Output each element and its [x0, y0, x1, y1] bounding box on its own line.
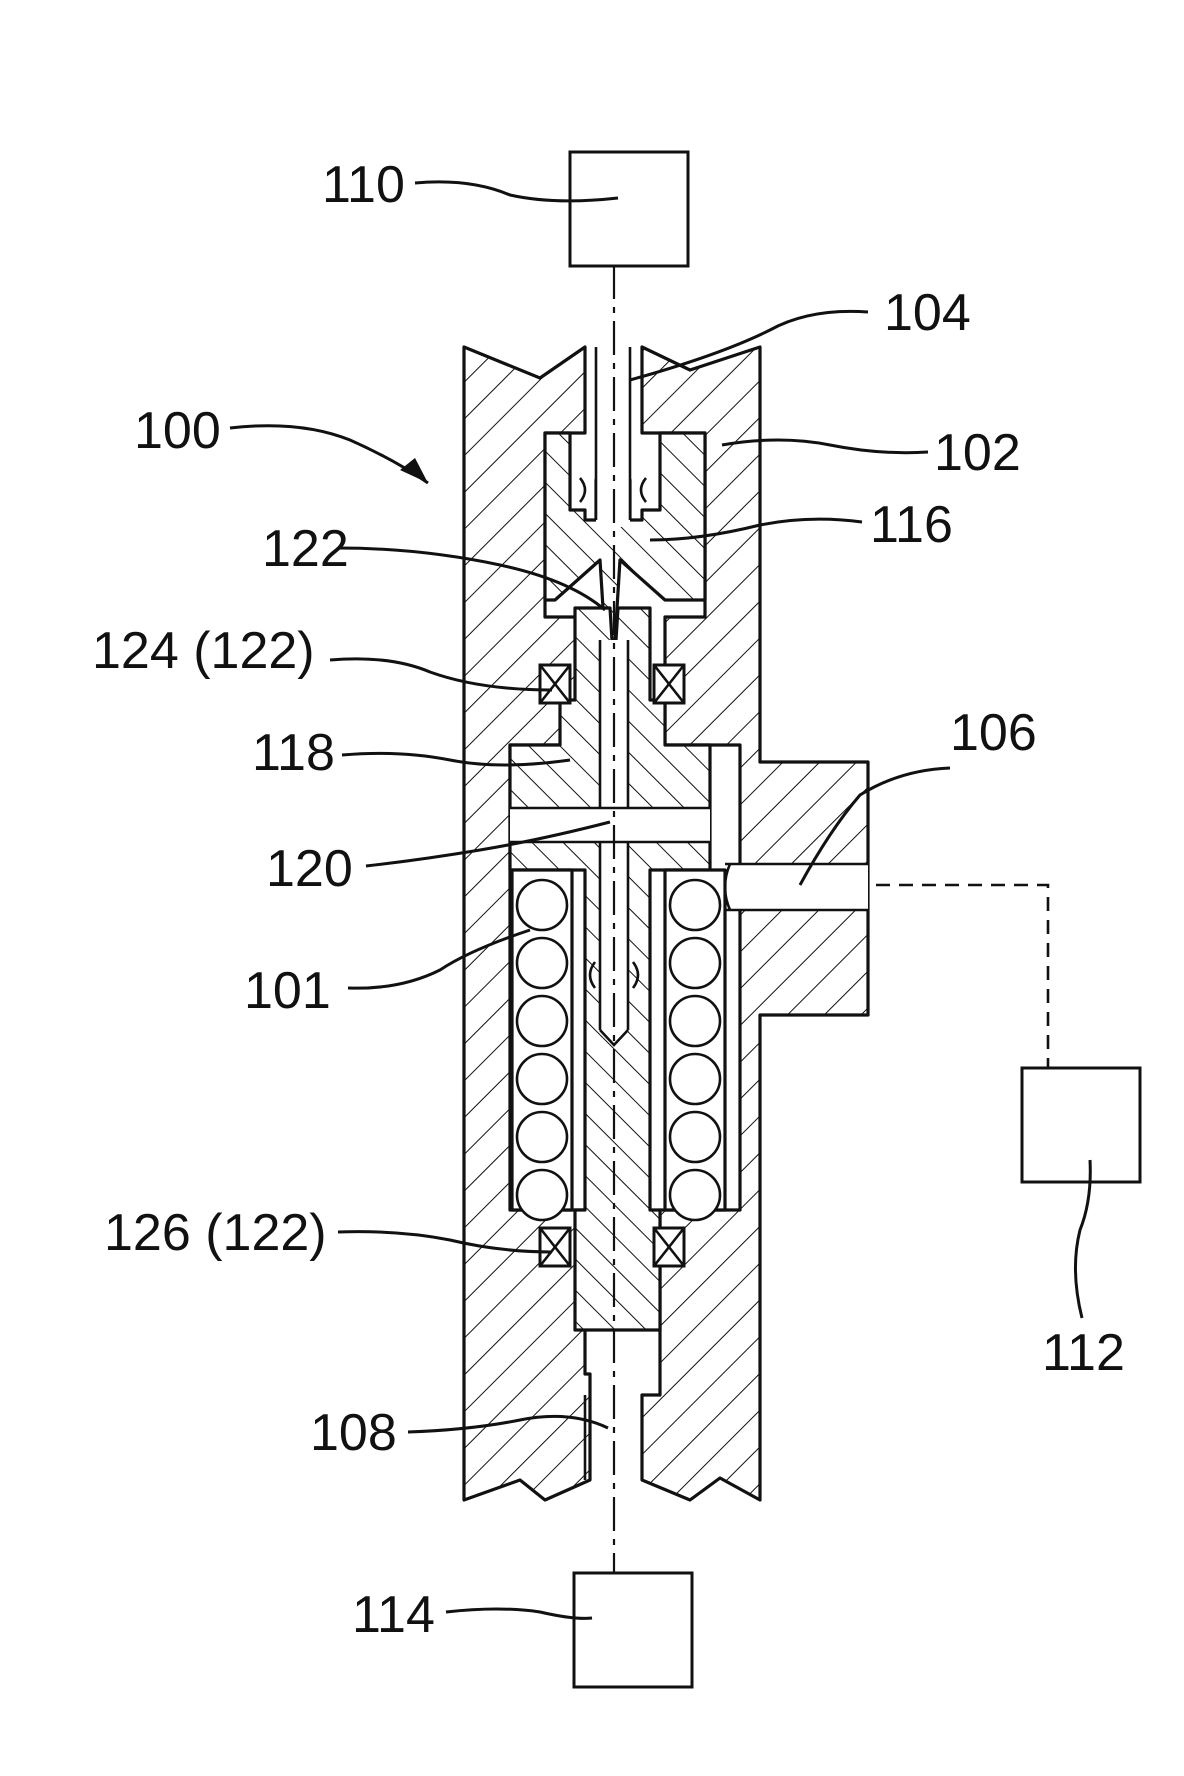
label-126: 126 (122)	[104, 1204, 327, 1262]
label-101: 101	[244, 962, 331, 1020]
label-120: 120	[266, 840, 353, 898]
coil-winding	[517, 880, 567, 930]
upper-device-box	[570, 152, 688, 266]
coil-winding	[517, 1112, 567, 1162]
label-112: 112	[1042, 1324, 1125, 1382]
label-114: 114	[352, 1586, 435, 1644]
label-108: 108	[310, 1404, 397, 1462]
side-connection-line	[876, 885, 1048, 1068]
coil-winding	[670, 1170, 720, 1220]
label-116: 116	[870, 496, 953, 554]
coil-winding	[517, 938, 567, 988]
side-port-passage	[725, 864, 868, 910]
label-110: 110	[322, 156, 405, 214]
label-102: 102	[934, 424, 1021, 482]
coil-winding	[670, 938, 720, 988]
label-106: 106	[950, 704, 1037, 762]
side-device-box	[1022, 1068, 1140, 1182]
label-118: 118	[252, 724, 335, 782]
label-100: 100	[134, 402, 221, 460]
coil-winding	[517, 1054, 567, 1104]
coil-winding	[517, 996, 567, 1046]
coil-winding	[670, 1112, 720, 1162]
label-122: 122	[262, 520, 349, 578]
coil-winding	[670, 996, 720, 1046]
label-104: 104	[884, 284, 971, 342]
coil-winding	[517, 1170, 567, 1220]
coil-winding	[670, 1054, 720, 1104]
lower-device-box	[574, 1573, 692, 1687]
apparatus-arrowhead	[400, 458, 428, 483]
label-124: 124 (122)	[92, 622, 315, 680]
coil-winding	[670, 880, 720, 930]
